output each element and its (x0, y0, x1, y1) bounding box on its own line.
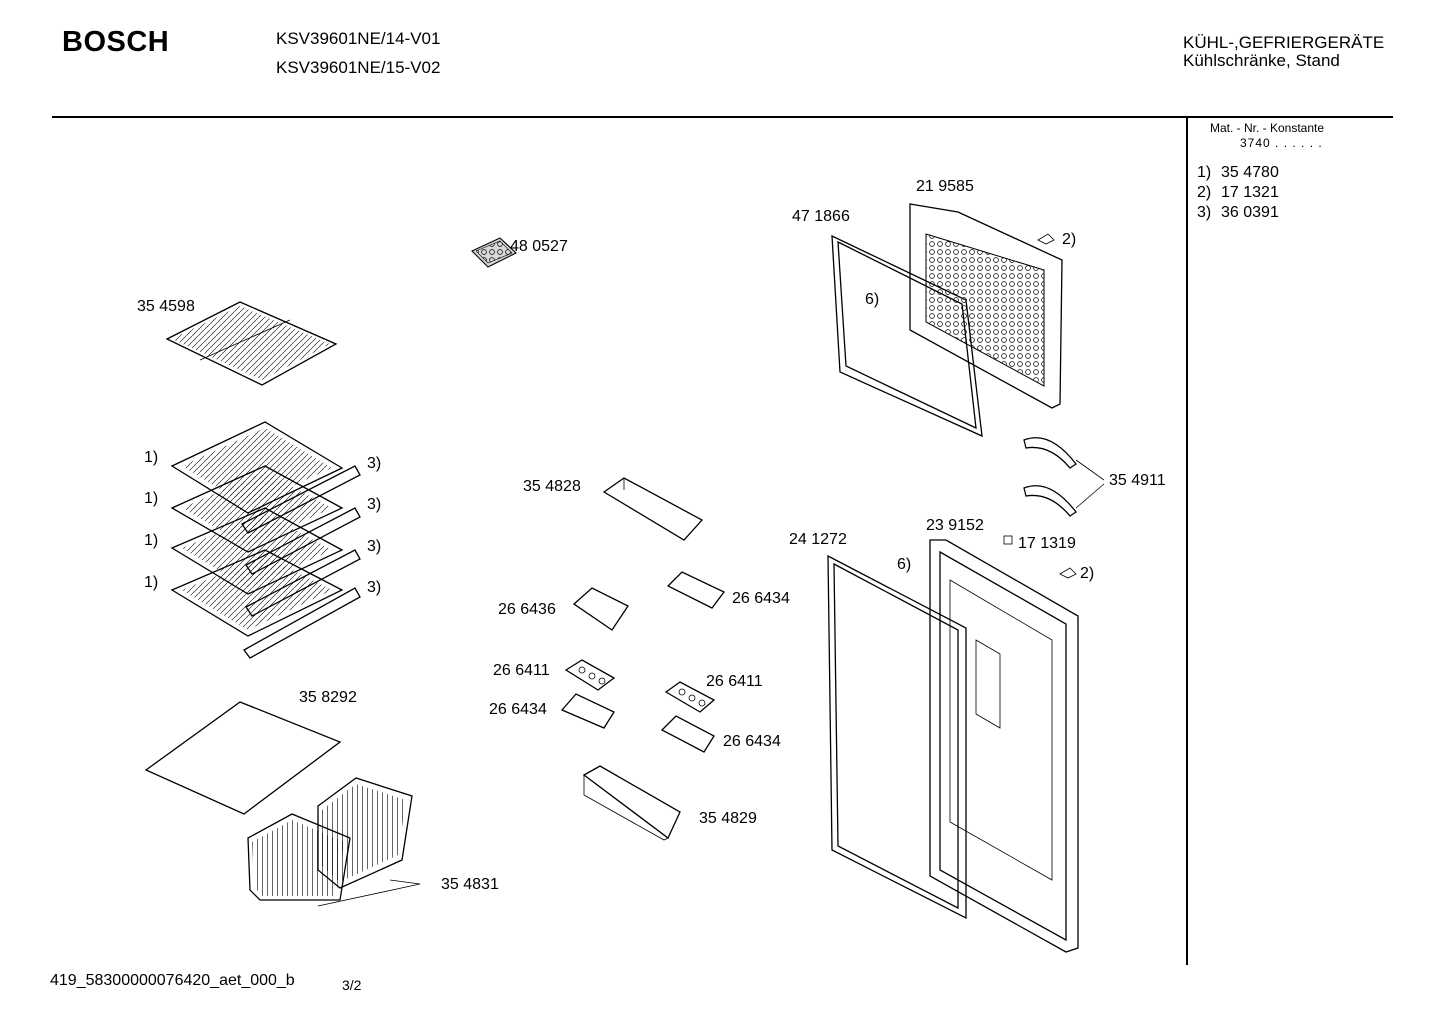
part-480527-drawing (471, 237, 517, 268)
box-266434-a-drawing (666, 571, 725, 609)
document-id: 419_58300000076420_aet_000_b (50, 972, 295, 989)
label-354829: 35 4829 (699, 810, 757, 827)
label-266411-b: 26 6411 (706, 673, 763, 690)
callout-ref1: 1) (144, 532, 159, 549)
label-266434-c: 26 6434 (723, 733, 781, 750)
part-354911-drawing (1023, 437, 1105, 517)
label-358292: 35 8292 (299, 689, 357, 706)
label-471866: 47 1866 (792, 208, 850, 225)
part-471866-drawing (831, 234, 983, 438)
ref-key-2: 2) (1197, 184, 1212, 201)
callout-ref6: 6) (897, 556, 912, 573)
callout-ref2: 2) (1062, 231, 1077, 248)
model-number-2: KSV39601NE/15-V02 (276, 58, 441, 77)
callout-ref3: 3) (367, 538, 382, 555)
callout-ref3: 3) (367, 579, 382, 596)
glass-shelves-drawing (170, 421, 361, 659)
callout-ref1: 1) (144, 490, 159, 507)
label-354828: 35 4828 (523, 478, 581, 495)
part-358292-drawing (144, 701, 342, 815)
part-354831-drawing (247, 777, 421, 907)
screw-icon (1059, 567, 1077, 579)
egg-tray-266411-a-drawing (564, 659, 616, 691)
label-354831: 35 4831 (441, 876, 499, 893)
callout-ref2: 2) (1080, 565, 1095, 582)
callout-ref1: 1) (144, 574, 159, 591)
ref-value-1: 35 4780 (1221, 164, 1279, 181)
model-number-1: KSV39601NE/14-V01 (276, 29, 441, 48)
label-480527: 48 0527 (510, 238, 568, 255)
label-266436: 26 6436 (498, 601, 556, 618)
part-354598-drawing (165, 301, 338, 386)
label-171319: 17 1319 (1018, 535, 1076, 552)
callout-ref3: 3) (367, 496, 382, 513)
screw-icon (1037, 233, 1055, 245)
label-354911: 35 4911 (1109, 472, 1166, 489)
part-219585-drawing (909, 203, 1063, 409)
ref-key-3: 3) (1197, 204, 1212, 221)
part-239152-drawing (929, 539, 1079, 953)
callout-ref3: 3) (367, 455, 382, 472)
constant-value: 3740 . . . . . . (1240, 136, 1323, 150)
constant-heading: Mat. - Nr. - Konstante (1210, 121, 1325, 135)
part-241272-drawing (827, 554, 967, 920)
label-266434-a: 26 6434 (732, 590, 790, 607)
label-241272: 24 1272 (789, 531, 847, 548)
label-219585: 21 9585 (916, 178, 974, 195)
label-354598: 35 4598 (137, 298, 195, 315)
category-subtitle: Kühlschränke, Stand (1183, 51, 1340, 70)
box-266434-c-drawing (660, 715, 715, 753)
callout-ref6: 6) (865, 291, 880, 308)
label-266434-b: 26 6434 (489, 701, 547, 718)
door-shelf-354829-drawing (582, 765, 681, 841)
callout-ref1: 1) (144, 449, 159, 466)
label-239152: 23 9152 (926, 517, 984, 534)
door-shelf-354828-drawing (602, 477, 704, 541)
clip-icon (1003, 535, 1013, 545)
box-266434-b-drawing (560, 693, 615, 729)
label-266411-a: 26 6411 (493, 662, 550, 679)
brand-logo: BOSCH (62, 26, 170, 58)
box-266436-drawing (572, 587, 629, 631)
category-title: KÜHL-,GEFRIERGERÄTE (1183, 33, 1385, 52)
ref-value-2: 17 1321 (1221, 184, 1279, 201)
egg-tray-266411-b-drawing (664, 681, 716, 713)
ref-value-3: 36 0391 (1221, 204, 1279, 221)
page-number: 3/2 (342, 977, 362, 993)
ref-key-1: 1) (1197, 164, 1212, 181)
